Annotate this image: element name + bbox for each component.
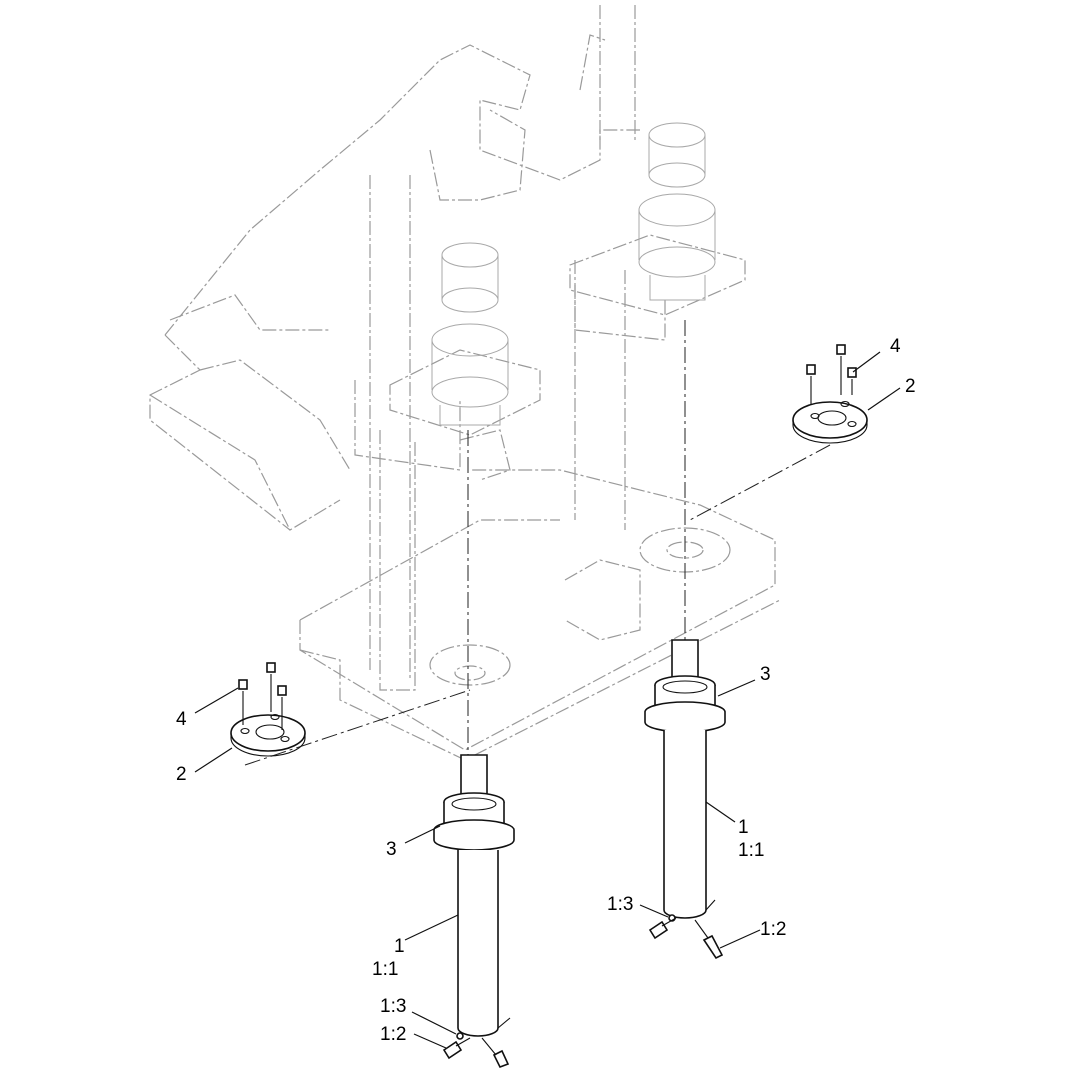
callout-right-fitting: 1:2 (760, 919, 786, 940)
left-bolts (238, 662, 287, 730)
callout-right-plate: 2 (905, 376, 916, 397)
callout-left-cylinder: 1 (394, 936, 405, 957)
callout-left-plate: 2 (176, 764, 187, 785)
right-fittings (648, 917, 724, 960)
center-lines (244, 320, 831, 780)
left-flange-plate (230, 713, 306, 757)
callout-right-cylinder-sub: 1:1 (738, 840, 764, 861)
callout-right-bushing: 3 (760, 664, 771, 685)
ghost-motor-left (431, 242, 509, 426)
callout-right-cylinder: 1 (738, 817, 749, 838)
right-flange-plate (792, 400, 868, 444)
left-bushing (433, 754, 515, 851)
left-cylinder (457, 850, 511, 1037)
ghost-frame (149, 5, 781, 761)
callout-left-cylinder-sub: 1:1 (372, 959, 398, 980)
callout-right-screw: 1:3 (607, 894, 633, 915)
callout-left-fitting: 1:2 (380, 1024, 406, 1045)
left-screw (456, 1032, 464, 1040)
callout-left-bolts: 4 (176, 709, 187, 730)
callout-left-bushing: 3 (386, 839, 397, 860)
left-fittings (442, 1037, 510, 1069)
callout-left-screw: 1:3 (380, 996, 406, 1017)
leader-lines (194, 351, 901, 1049)
ghost-motor-right (638, 122, 716, 301)
right-bolts (806, 344, 857, 405)
callouts: 4 2 3 1 1:1 1:3 1:2 4 2 3 1 1:1 1:3 1:2 (176, 336, 916, 1045)
right-cylinder (663, 730, 716, 919)
right-bushing (644, 639, 726, 733)
callout-right-bolts: 4 (890, 336, 901, 357)
